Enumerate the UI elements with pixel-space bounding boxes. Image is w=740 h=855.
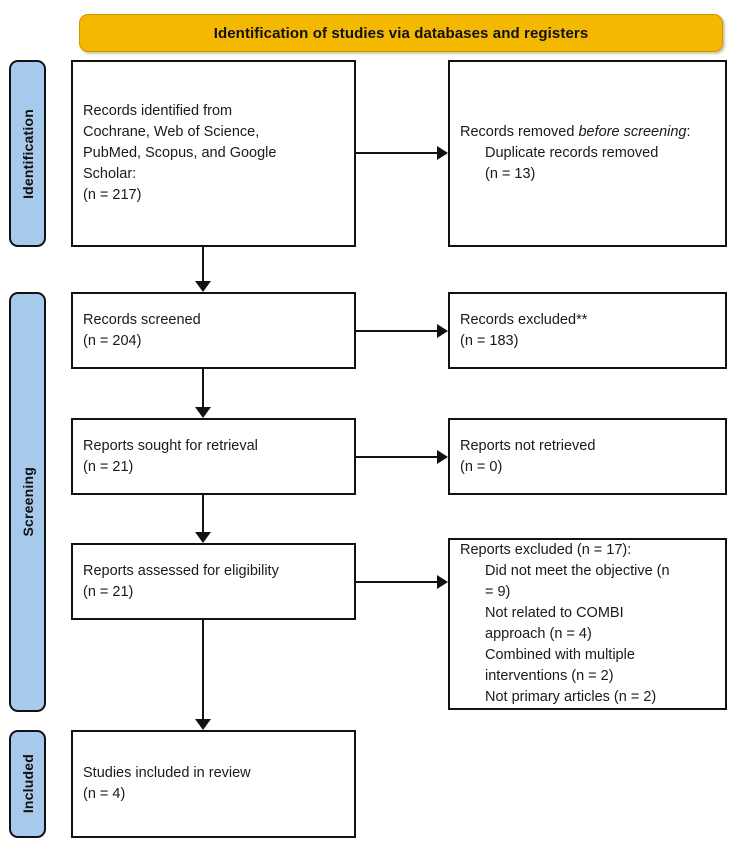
- box-records-identified-line1: Records identified from: [83, 103, 233, 119]
- box-reports-assessed-count: (n = 21): [83, 583, 134, 600]
- box-reports-excluded-header: Reports excluded (n = 17):: [460, 542, 632, 558]
- phase-tab-identification: Identification: [9, 60, 46, 247]
- arrow-right-icon-sought-to-not-retrieved: [437, 450, 448, 464]
- box-studies-included-in-review: Studies included in review (n = 4): [71, 730, 356, 838]
- box-records-removed-before-screening: Records removed before screening: Duplic…: [448, 60, 727, 247]
- arrow-right-icon-assessed-to-excluded-reasons: [437, 575, 448, 589]
- phase-tab-screening: Screening: [9, 292, 46, 712]
- phase-banner-identification: Identification of studies via databases …: [79, 14, 723, 52]
- phase-tab-identification-label: Identification: [19, 108, 36, 199]
- box-reports-not-retrieved-count: (n = 0): [460, 458, 503, 475]
- connector-screened-to-excluded: [356, 330, 437, 332]
- box-records-identified-line3: PubMed, Scopus, and Google: [83, 145, 277, 161]
- box-records-removed-count: (n = 13): [485, 166, 536, 182]
- box-records-screened: Records screened (n = 204): [71, 292, 356, 369]
- arrow-down-icon-assessed-to-included: [195, 719, 211, 730]
- box-records-excluded-count: (n = 183): [460, 332, 519, 349]
- box-reports-excluded-reason-2-cont: approach (n = 4): [485, 626, 592, 642]
- connector-identified-to-screened: [202, 247, 204, 281]
- box-records-removed-lead-plain: Records removed: [460, 124, 579, 140]
- box-reports-excluded-reason-3-cont: interventions (n = 2): [485, 668, 614, 684]
- box-records-screened-label: Records screened: [83, 311, 201, 328]
- box-reports-assessed-label: Reports assessed for eligibility: [83, 562, 279, 579]
- box-records-identified-count: (n = 217): [83, 187, 142, 203]
- box-records-removed-lead: Records removed before screening:: [460, 122, 715, 143]
- box-reports-excluded-reason-4: Not primary articles (n = 2): [485, 689, 657, 705]
- box-reports-excluded-reason-1: Did not meet the objective (n: [485, 563, 670, 579]
- box-reports-excluded-reason-1-cont: = 9): [485, 584, 511, 600]
- box-reports-not-retrieved-label: Reports not retrieved: [460, 437, 596, 454]
- connector-identified-to-removed: [356, 152, 437, 154]
- phase-banner-title: Identification of studies via databases …: [213, 24, 589, 42]
- box-records-excluded-label: Records excluded**: [460, 311, 588, 328]
- box-studies-included-count: (n = 4): [83, 786, 126, 802]
- box-records-identified-line4: Scholar:: [83, 166, 137, 182]
- box-reports-excluded-reason-3: Combined with multiple: [485, 647, 635, 663]
- box-records-removed-item: Duplicate records removed: [485, 145, 659, 161]
- phase-tab-screening-label: Screening: [19, 467, 36, 537]
- box-records-excluded: Records excluded** (n = 183): [448, 292, 727, 369]
- box-reports-sought-for-retrieval: Reports sought for retrieval (n = 21): [71, 418, 356, 495]
- arrow-down-icon-screened-to-sought: [195, 407, 211, 418]
- box-records-identified-line2: Cochrane, Web of Science,: [83, 124, 260, 140]
- box-reports-excluded-reason-2: Not related to COMBI: [485, 605, 624, 621]
- connector-sought-to-not-retrieved: [356, 456, 437, 458]
- box-studies-included-label: Studies included in review: [83, 765, 251, 781]
- arrow-down-icon-sought-to-assessed: [195, 532, 211, 543]
- phase-tab-included-label: Included: [19, 754, 36, 814]
- box-records-removed-lead-italic: before screening: [578, 124, 687, 140]
- arrow-down-icon-identified-to-screened: [195, 281, 211, 292]
- box-reports-not-retrieved: Reports not retrieved (n = 0): [448, 418, 727, 495]
- connector-assessed-to-excluded-reasons: [356, 581, 437, 583]
- arrow-right-icon-identified-to-removed: [437, 146, 448, 160]
- arrow-right-icon-screened-to-excluded: [437, 324, 448, 338]
- box-records-removed-lead-colon: :: [686, 124, 691, 140]
- connector-screened-to-sought: [202, 369, 204, 407]
- connector-assessed-to-included: [202, 620, 204, 719]
- box-reports-excluded-reasons: Reports excluded (n = 17): Did not meet …: [448, 538, 727, 710]
- box-reports-sought-count: (n = 21): [83, 458, 134, 475]
- box-reports-sought-label: Reports sought for retrieval: [83, 437, 258, 454]
- phase-tab-included: Included: [9, 730, 46, 838]
- box-reports-assessed-for-eligibility: Reports assessed for eligibility (n = 21…: [71, 543, 356, 620]
- box-records-screened-count: (n = 204): [83, 332, 142, 349]
- box-records-identified: Records identified from Cochrane, Web of…: [71, 60, 356, 247]
- connector-sought-to-assessed: [202, 495, 204, 532]
